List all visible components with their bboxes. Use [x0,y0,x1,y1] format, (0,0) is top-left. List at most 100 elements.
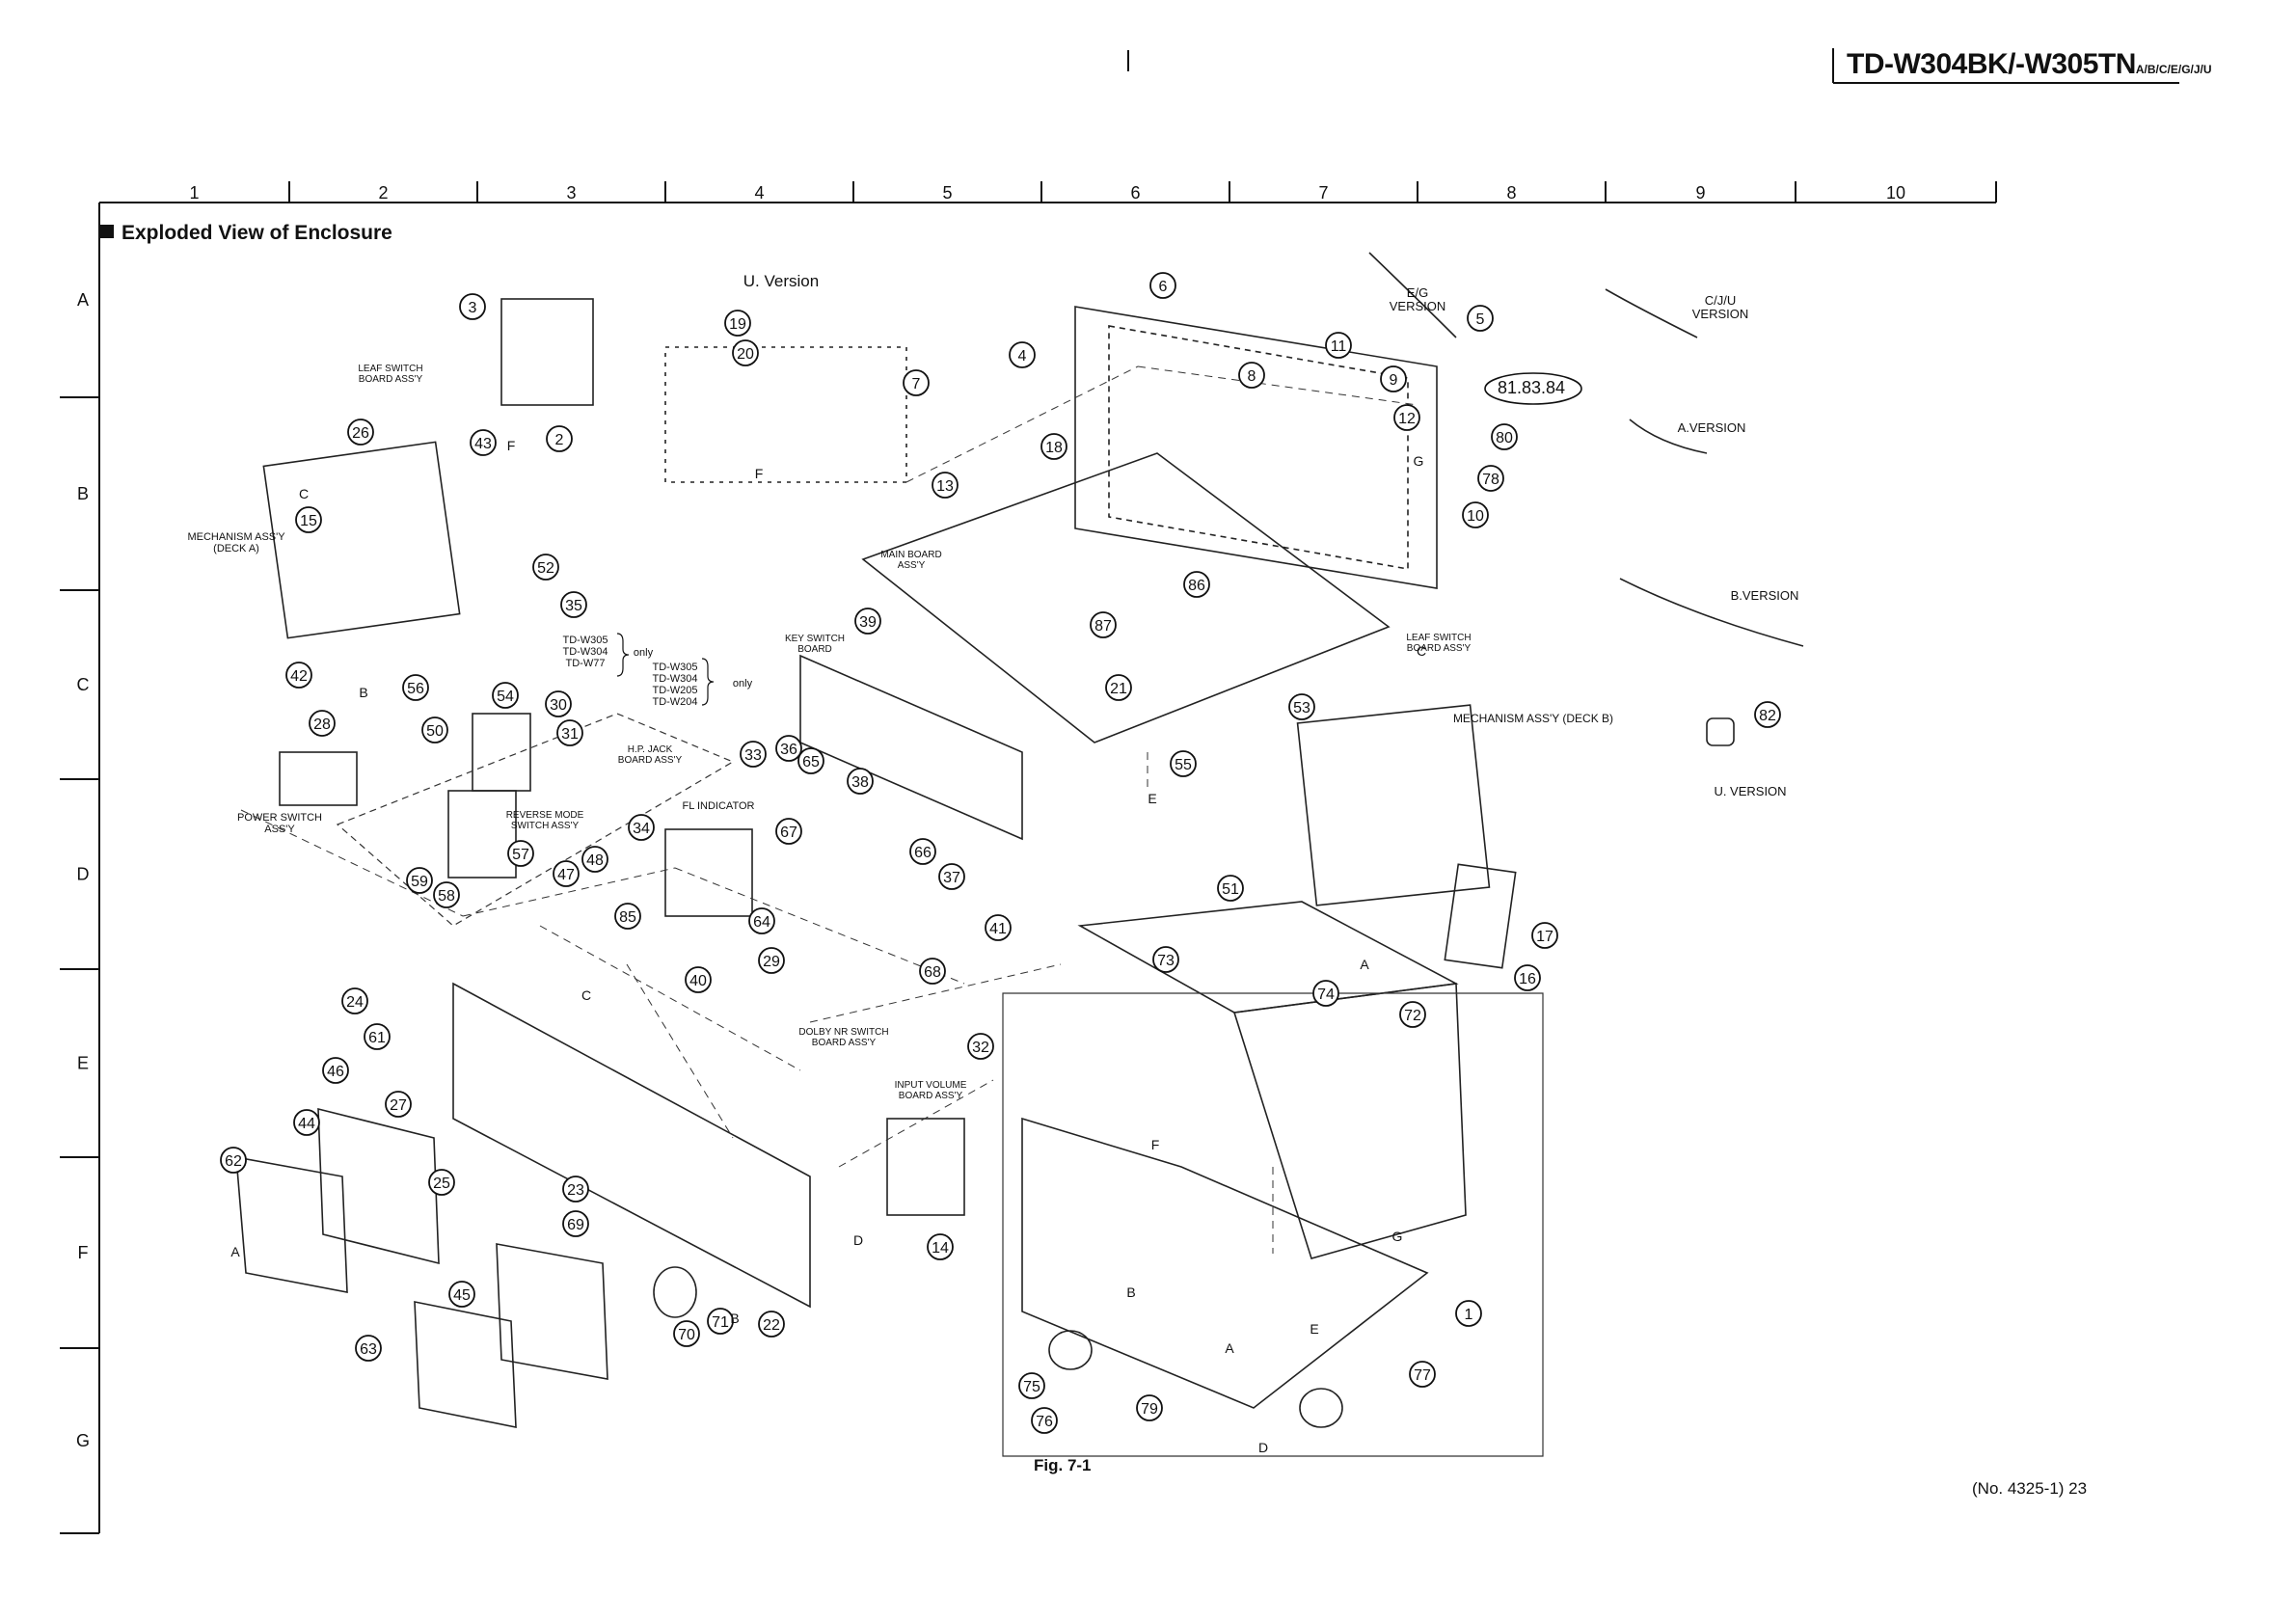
balloon-number: 4 [1018,348,1027,365]
balloon-number: 61 [368,1030,386,1046]
balloon-ring [1149,272,1176,299]
balloon-number: 27 [390,1097,407,1114]
part-balloon-52: 52 [532,554,559,581]
part-balloon-28: 28 [309,710,336,737]
part-balloon-44: 44 [293,1109,320,1136]
balloon-number: 50 [426,723,444,740]
balloon-number: 70 [678,1327,695,1343]
balloon-number: 6 [1159,279,1168,295]
model-bracket-2 [701,658,715,706]
parts-drawing [235,252,1804,1428]
balloon-number: 17 [1536,929,1553,945]
balloon-number: 85 [619,909,636,926]
balloon-number: 18 [1045,440,1063,456]
balloon-number: 42 [290,668,308,685]
callout-line: ASS'Y [264,824,295,835]
part-balloon-56: 56 [402,674,429,701]
front-panel [452,982,811,1309]
balloon-ring [448,1281,475,1308]
balloon-ring [220,1147,247,1174]
balloon-number: 63 [360,1341,377,1358]
part-balloon-75: 75 [1018,1372,1045,1399]
balloon-ring [758,947,785,974]
grid-column-8: 8 [1506,183,1516,203]
callout-line: KEY SWITCH [785,634,845,644]
balloon-number: 78 [1482,472,1499,488]
part-balloon-27: 27 [385,1091,412,1118]
balloon-ring [758,1311,785,1338]
balloon-ring [854,608,881,635]
balloon-ring [1399,1001,1426,1028]
callout-line: VERSION [1390,299,1446,313]
grid-column-3: 3 [566,183,576,203]
bracket-top [500,298,594,406]
balloon-ring [724,310,751,337]
balloon-ring [546,425,573,452]
callout-line: FL INDICATOR [683,800,755,812]
balloon-number: 1 [1465,1307,1473,1323]
callout-line: ASS'Y [898,560,926,571]
letter-mark-G-1: G [1414,453,1424,469]
part-balloon-54: 54 [492,682,519,709]
callout-line: E/G [1407,285,1428,300]
part-balloon-48: 48 [581,846,608,873]
balloon-number: 32 [972,1040,989,1056]
part-balloon-78: 78 [1477,465,1504,492]
part-balloon-19: 19 [724,310,751,337]
balloon-ring [470,429,497,456]
balloon-ring [685,966,712,993]
leader-line-2 [1137,365,1418,406]
letter-mark-C-3: C [1417,643,1426,659]
part-balloon-17: 17 [1531,922,1558,949]
part-balloon-58: 58 [433,881,460,908]
balloon-number: 59 [411,874,428,890]
part-balloon-55: 55 [1170,750,1197,777]
callout-line: 81.83.84 [1498,378,1565,397]
part-balloon-36: 36 [775,735,802,762]
part-balloon-35: 35 [560,591,587,618]
part-balloon-34: 34 [628,814,655,841]
title-bullet-icon [100,225,114,238]
part-balloon-26: 26 [347,419,374,446]
letter-mark-C-2: C [581,987,591,1003]
part-balloon-59: 59 [406,867,433,894]
balloon-ring [1136,1394,1163,1421]
balloon-number: 14 [932,1240,949,1257]
model-suffix: A/B/C/E/G/J/U [2135,63,2212,76]
part-balloon-3: 3 [459,293,486,320]
callout-line: BOARD ASS'Y [899,1091,963,1101]
letter-mark-C-1: C [299,486,309,501]
callout-line: VERSION [1692,307,1749,321]
balloon-number: 36 [780,742,797,758]
balloon-number: 75 [1023,1379,1040,1395]
part-balloon-22: 22 [758,1311,785,1338]
balloon-ring [406,867,433,894]
part-balloon-20: 20 [732,339,759,366]
balloon-ring [1018,1372,1045,1399]
balloon-ring [909,838,936,865]
rear-panel-inset [1108,325,1409,570]
balloon-ring [556,719,583,746]
balloon-number: 69 [567,1217,584,1233]
callout-line: LEAF SWITCH [1406,633,1471,643]
balloon-ring [1183,571,1210,598]
balloon-number: 38 [851,774,869,791]
balloon-number: 2 [555,432,564,448]
part-balloon-42: 42 [285,662,312,689]
part-balloon-16: 16 [1514,964,1541,991]
part-balloon-71: 71 [707,1308,734,1335]
balloon-ring [1105,674,1132,701]
balloon-ring [385,1091,412,1118]
balloon-ring [532,554,559,581]
letter-mark-F-1: F [507,438,516,453]
balloon-ring [775,818,802,845]
balloon-ring [1409,1361,1436,1388]
mechanism-deck-b [1296,704,1491,906]
